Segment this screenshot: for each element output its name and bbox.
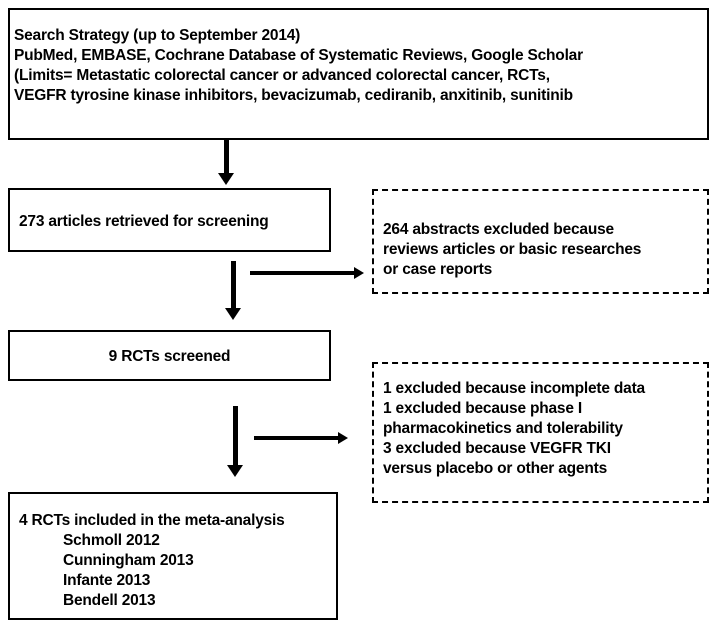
search-limits-1: (Limits= Metastatic colorectal cancer or… — [14, 67, 550, 84]
search-strategy-box: Search Strategy (up to September 2014) P… — [8, 8, 709, 140]
search-strategy-title: Search Strategy (up to September 2014) — [14, 27, 301, 44]
excluded-abstracts-line-3: or case reports — [383, 261, 492, 278]
excluded-rcts-line-3: pharmacokinetics and tolerability — [383, 420, 623, 437]
search-limits-2: VEGFR tyrosine kinase inhibitors, bevaci… — [14, 87, 573, 104]
excluded-rcts-line-5: versus placebo or other agents — [383, 460, 607, 477]
excluded-abstracts-line-2: reviews articles or basic researches — [383, 241, 642, 258]
screened-text: 9 RCTs screened — [108, 348, 231, 365]
excluded-abstracts-line-1: 264 abstracts excluded because — [383, 221, 614, 238]
included-box: 4 RCTs included in the meta-analysis Sch… — [8, 492, 338, 620]
retrieved-text: 273 articles retrieved for screening — [19, 213, 269, 230]
included-study-3: Infante 2013 — [63, 572, 151, 589]
excluded-rcts-line-1: 1 excluded because incomplete data — [383, 380, 645, 397]
included-study-4: Bendell 2013 — [63, 592, 156, 609]
excluded-rcts-line-2: 1 excluded because phase I — [383, 400, 582, 417]
included-title: 4 RCTs included in the meta-analysis — [19, 512, 285, 529]
included-study-2: Cunningham 2013 — [63, 552, 194, 569]
search-databases: PubMed, EMBASE, Cochrane Database of Sys… — [14, 47, 583, 64]
screened-box: 9 RCTs screened — [8, 330, 331, 381]
excluded-rcts-line-4: 3 excluded because VEGFR TKI — [383, 440, 611, 457]
retrieved-box: 273 articles retrieved for screening — [8, 188, 331, 252]
included-study-1: Schmoll 2012 — [63, 532, 160, 549]
excluded-rcts-box: 1 excluded because incomplete data 1 exc… — [372, 362, 709, 503]
excluded-abstracts-box: 264 abstracts excluded because reviews a… — [372, 189, 709, 294]
